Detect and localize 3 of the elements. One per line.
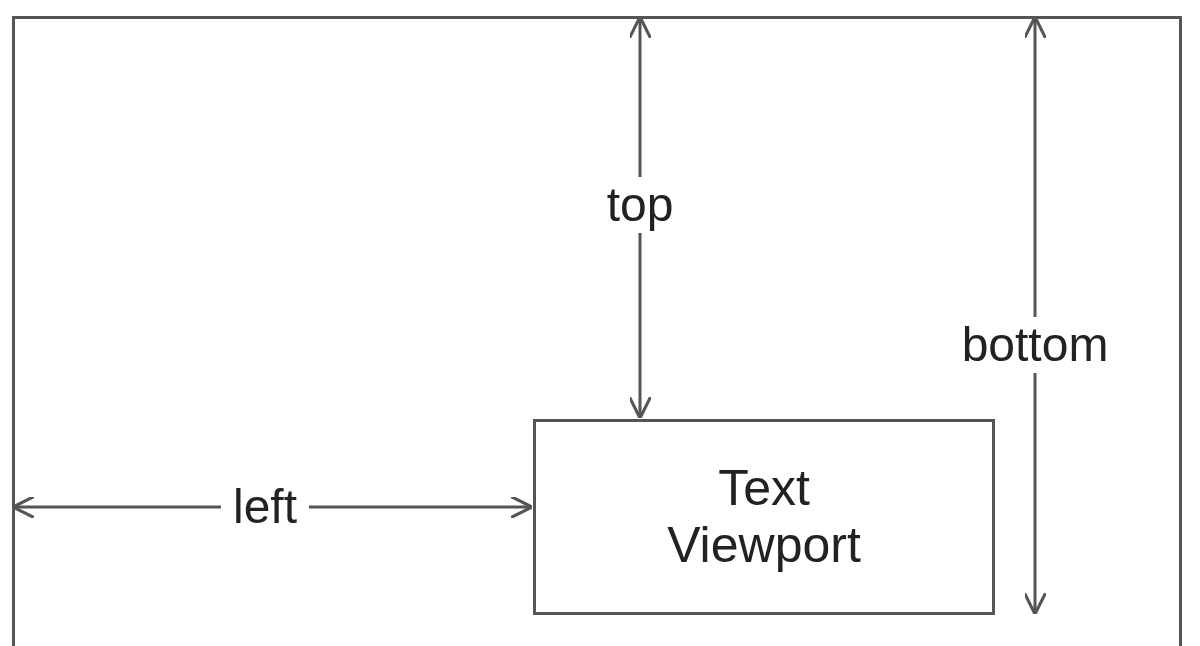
node-label: Text Viewport [666,459,862,575]
viewport-box [533,419,995,615]
frame-box [12,16,1182,646]
